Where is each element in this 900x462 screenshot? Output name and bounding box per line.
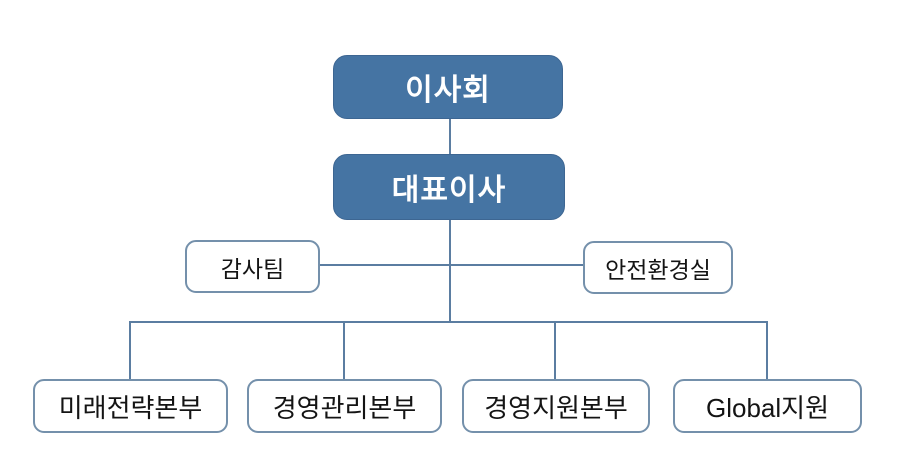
- node-future-strategy-division: 미래전략본부: [33, 379, 228, 433]
- connector-audit-safety: [320, 264, 583, 266]
- connector-drop-global: [766, 321, 768, 379]
- node-safety-environment-office: 안전환경실: [583, 241, 733, 294]
- node-audit-team: 감사팀: [185, 240, 320, 293]
- node-ceo: 대표이사: [333, 154, 565, 220]
- connector-drop-support: [554, 321, 556, 379]
- connector-drop-mgmt: [343, 321, 345, 379]
- connector-distribution-bar: [129, 321, 768, 323]
- connector-board-ceo: [449, 118, 451, 155]
- node-global-support-division: Global지원: [673, 379, 862, 433]
- connector-ceo-down: [449, 219, 451, 323]
- node-management-admin-division: 경영관리본부: [247, 379, 442, 433]
- connector-drop-future: [129, 321, 131, 379]
- node-board-of-directors: 이사회: [333, 55, 563, 119]
- node-management-support-division: 경영지원본부: [462, 379, 650, 433]
